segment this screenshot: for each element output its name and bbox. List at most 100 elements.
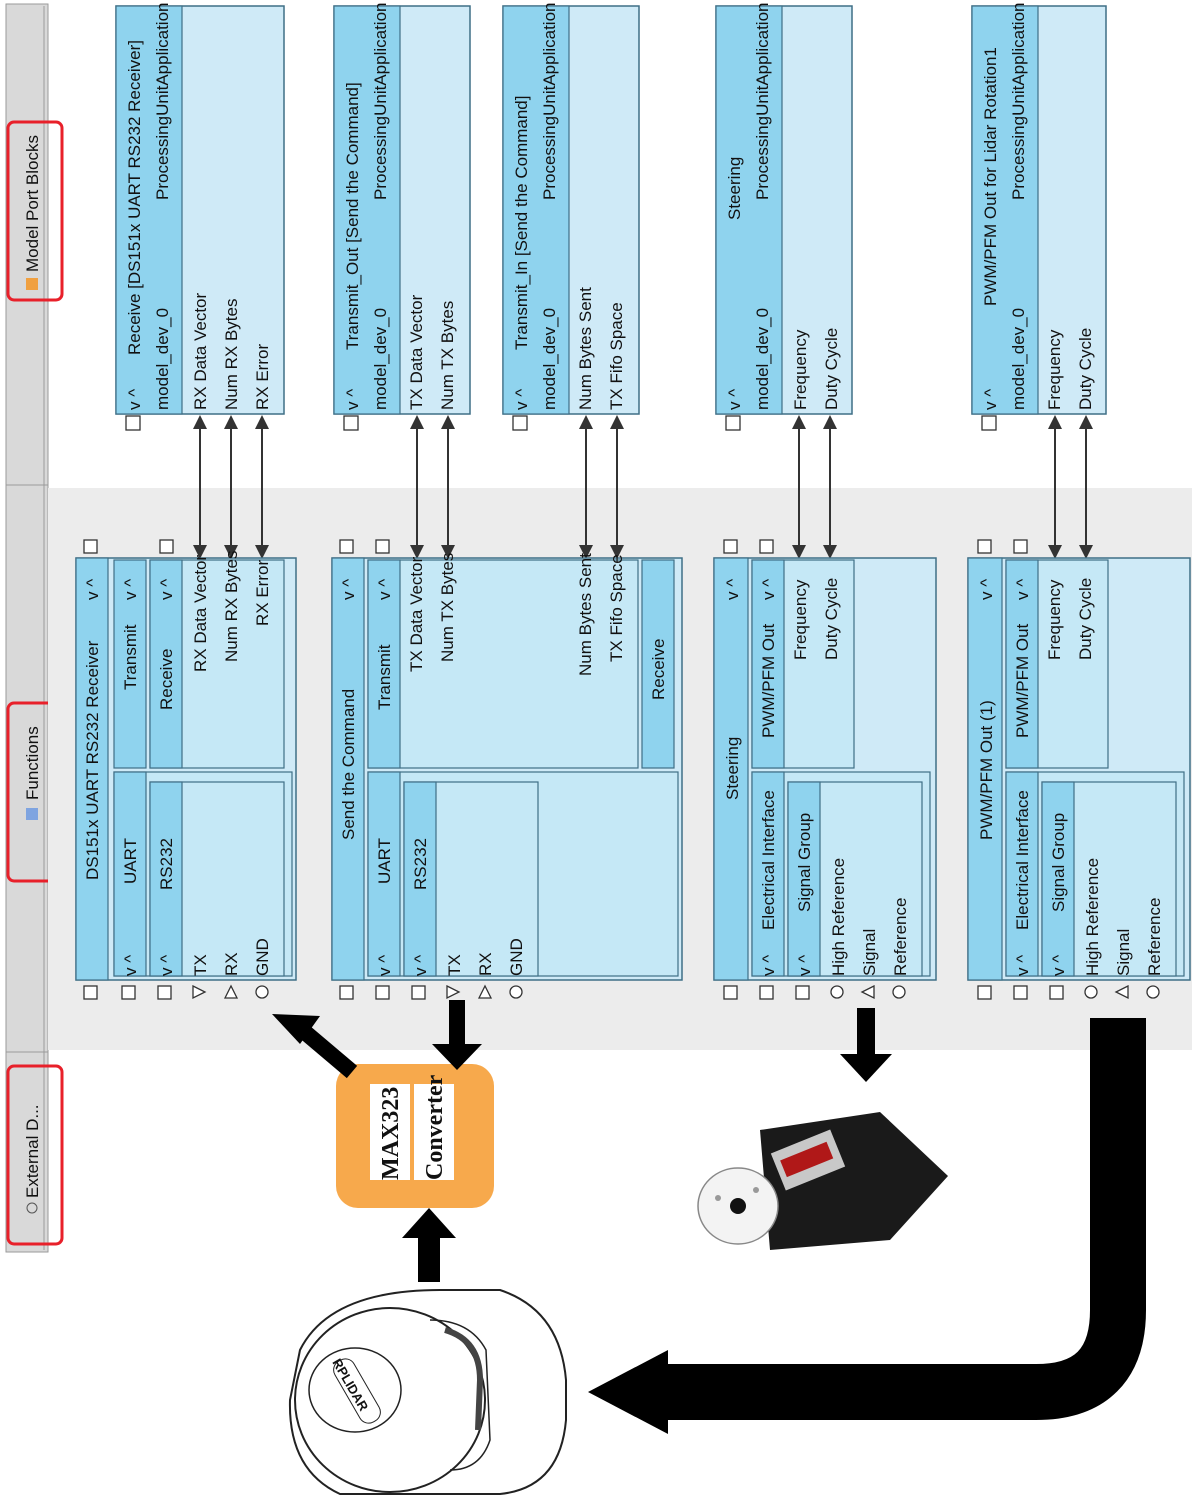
device-label: model_dev_0 xyxy=(1009,308,1028,410)
converter-label: Converter xyxy=(422,1074,448,1180)
port-label: Frequency xyxy=(1045,579,1064,660)
fn-block-send-command[interactable]: v ^ Send the Command v ^ Transmit TX Dat… xyxy=(332,540,682,999)
expand-toggle[interactable]: v ^ xyxy=(977,579,996,600)
tab-label: Model Port Blocks xyxy=(23,135,42,272)
function-icon xyxy=(26,808,38,820)
port-label: Duty Cycle xyxy=(822,328,841,410)
pin-label: Reference xyxy=(891,898,910,976)
fn-block-pwm-out-1[interactable]: v ^ PWM/PFM Out (1) v ^ PWM/PFM Out Freq… xyxy=(968,540,1190,999)
expand-toggle[interactable]: v ^ xyxy=(1013,579,1032,600)
expand-toggle[interactable]: v ^ xyxy=(723,579,742,600)
servo-motor-icon xyxy=(698,1112,948,1250)
expand-toggle[interactable]: v ^ xyxy=(83,579,102,600)
expand-toggle[interactable]: v ^ xyxy=(759,955,778,976)
mp-block-transmit-out[interactable]: v ^ Transmit_Out [Send the Command] mode… xyxy=(334,3,470,431)
expand-toggle[interactable]: v ^ xyxy=(375,579,394,600)
model-port-icon xyxy=(26,278,38,290)
port-square xyxy=(513,416,527,430)
port-label: Frequency xyxy=(1045,329,1064,410)
device-label: model_dev_0 xyxy=(371,308,390,410)
port-label: RX Data Vector xyxy=(191,292,210,410)
expand-toggle[interactable]: v ^ xyxy=(125,389,144,410)
expand-toggle[interactable]: v ^ xyxy=(725,389,744,410)
device-label: model_dev_0 xyxy=(753,308,772,410)
block-title: PWM/PFM Out (1) xyxy=(977,700,996,840)
mp-block-transmit-in[interactable]: v ^ Transmit_In [Send the Command] model… xyxy=(503,3,639,431)
block-title: Transmit_Out [Send the Command] xyxy=(343,82,362,350)
port-label: RX Error xyxy=(253,560,272,626)
fn-block-uart-receiver[interactable]: v ^ DS151x UART RS232 Receiver v ^ Trans… xyxy=(76,540,296,999)
application-label: ProcessingUnitApplication xyxy=(371,3,390,201)
group-label: PWM/PFM Out xyxy=(759,623,778,738)
group-label: RS232 xyxy=(157,838,176,890)
expand-toggle[interactable]: v ^ xyxy=(121,579,140,600)
pin-label: RX xyxy=(476,952,495,976)
port-label: TX Data Vector xyxy=(407,556,426,672)
group-label: Receive xyxy=(157,649,176,710)
port-label: Frequency xyxy=(791,579,810,660)
mp-block-receive[interactable]: v ^ Receive [DS151x UART RS232 Receiver]… xyxy=(116,3,284,431)
pin-label: Signal xyxy=(1114,929,1133,976)
pin-ref xyxy=(1147,986,1159,998)
port-label: Num TX Bytes xyxy=(438,553,457,662)
port-square xyxy=(760,986,773,999)
port-square xyxy=(978,540,991,553)
group-label: Transmit xyxy=(375,644,394,710)
mp-block-steering[interactable]: v ^ Steering model_dev_0 ProcessingUnitA… xyxy=(716,3,852,431)
device-label: model_dev_0 xyxy=(153,308,172,410)
expand-toggle[interactable]: v ^ xyxy=(157,579,176,600)
expand-toggle[interactable]: v ^ xyxy=(343,389,362,410)
expand-toggle[interactable]: v ^ xyxy=(512,389,531,410)
port-label: Num Bytes Sent xyxy=(576,553,595,676)
pin-label: Signal xyxy=(860,929,879,976)
pin-ref xyxy=(893,986,905,998)
pin-label: RX xyxy=(222,952,241,976)
max323-converter: MAX323 Converter xyxy=(336,1064,494,1208)
mp-block-pwm-lidar[interactable]: v ^ PWM/PFM Out for Lidar Rotation1 mode… xyxy=(972,3,1106,431)
port-square xyxy=(376,540,389,553)
port-square xyxy=(982,416,996,430)
group-label: RS232 xyxy=(411,838,430,890)
expand-toggle[interactable]: v ^ xyxy=(1049,955,1068,976)
port-square xyxy=(126,416,140,430)
port-square xyxy=(1014,986,1027,999)
port-square xyxy=(724,986,737,999)
expand-toggle[interactable]: v ^ xyxy=(375,955,394,976)
expand-toggle[interactable]: v ^ xyxy=(795,955,814,976)
port-square xyxy=(84,986,97,999)
pin-label: High Reference xyxy=(1083,858,1102,976)
port-label: Num Bytes Sent xyxy=(576,287,595,410)
port-square xyxy=(158,986,171,999)
application-label: ProcessingUnitApplication xyxy=(153,3,172,201)
port-square xyxy=(1014,540,1027,553)
port-label: TX Fifo Space xyxy=(607,554,626,662)
group-label: Receive xyxy=(649,639,668,700)
group-label: UART xyxy=(121,838,140,884)
port-label: Duty Cycle xyxy=(1076,578,1095,660)
pin-label: GND xyxy=(253,938,272,976)
group-label: UART xyxy=(375,838,394,884)
port-square xyxy=(376,986,389,999)
port-square xyxy=(796,986,809,999)
port-label: Duty Cycle xyxy=(1076,328,1095,410)
fn-block-steering[interactable]: v ^ Steering v ^ PWM/PFM Out Frequency D… xyxy=(714,540,936,999)
converter-label: MAX323 xyxy=(378,1087,404,1180)
application-label: ProcessingUnitApplication xyxy=(1009,3,1028,201)
expand-toggle[interactable]: v ^ xyxy=(759,579,778,600)
expand-toggle[interactable]: v ^ xyxy=(121,955,140,976)
expand-toggle[interactable]: v ^ xyxy=(981,389,1000,410)
port-square xyxy=(122,986,135,999)
port-label: Num TX Bytes xyxy=(438,301,457,410)
expand-toggle[interactable]: v ^ xyxy=(1013,955,1032,976)
expand-toggle[interactable]: v ^ xyxy=(339,579,358,600)
expand-toggle[interactable]: v ^ xyxy=(411,955,430,976)
pin-high-ref xyxy=(1085,986,1097,998)
port-label: RX Data Vector xyxy=(191,554,210,672)
port-square xyxy=(726,416,740,430)
expand-toggle[interactable]: v ^ xyxy=(157,955,176,976)
arrow-to-lidar xyxy=(588,1350,668,1434)
port-label: Frequency xyxy=(791,329,810,410)
group-label: Electrical Interface xyxy=(759,790,778,930)
block-title: Steering xyxy=(725,157,744,220)
